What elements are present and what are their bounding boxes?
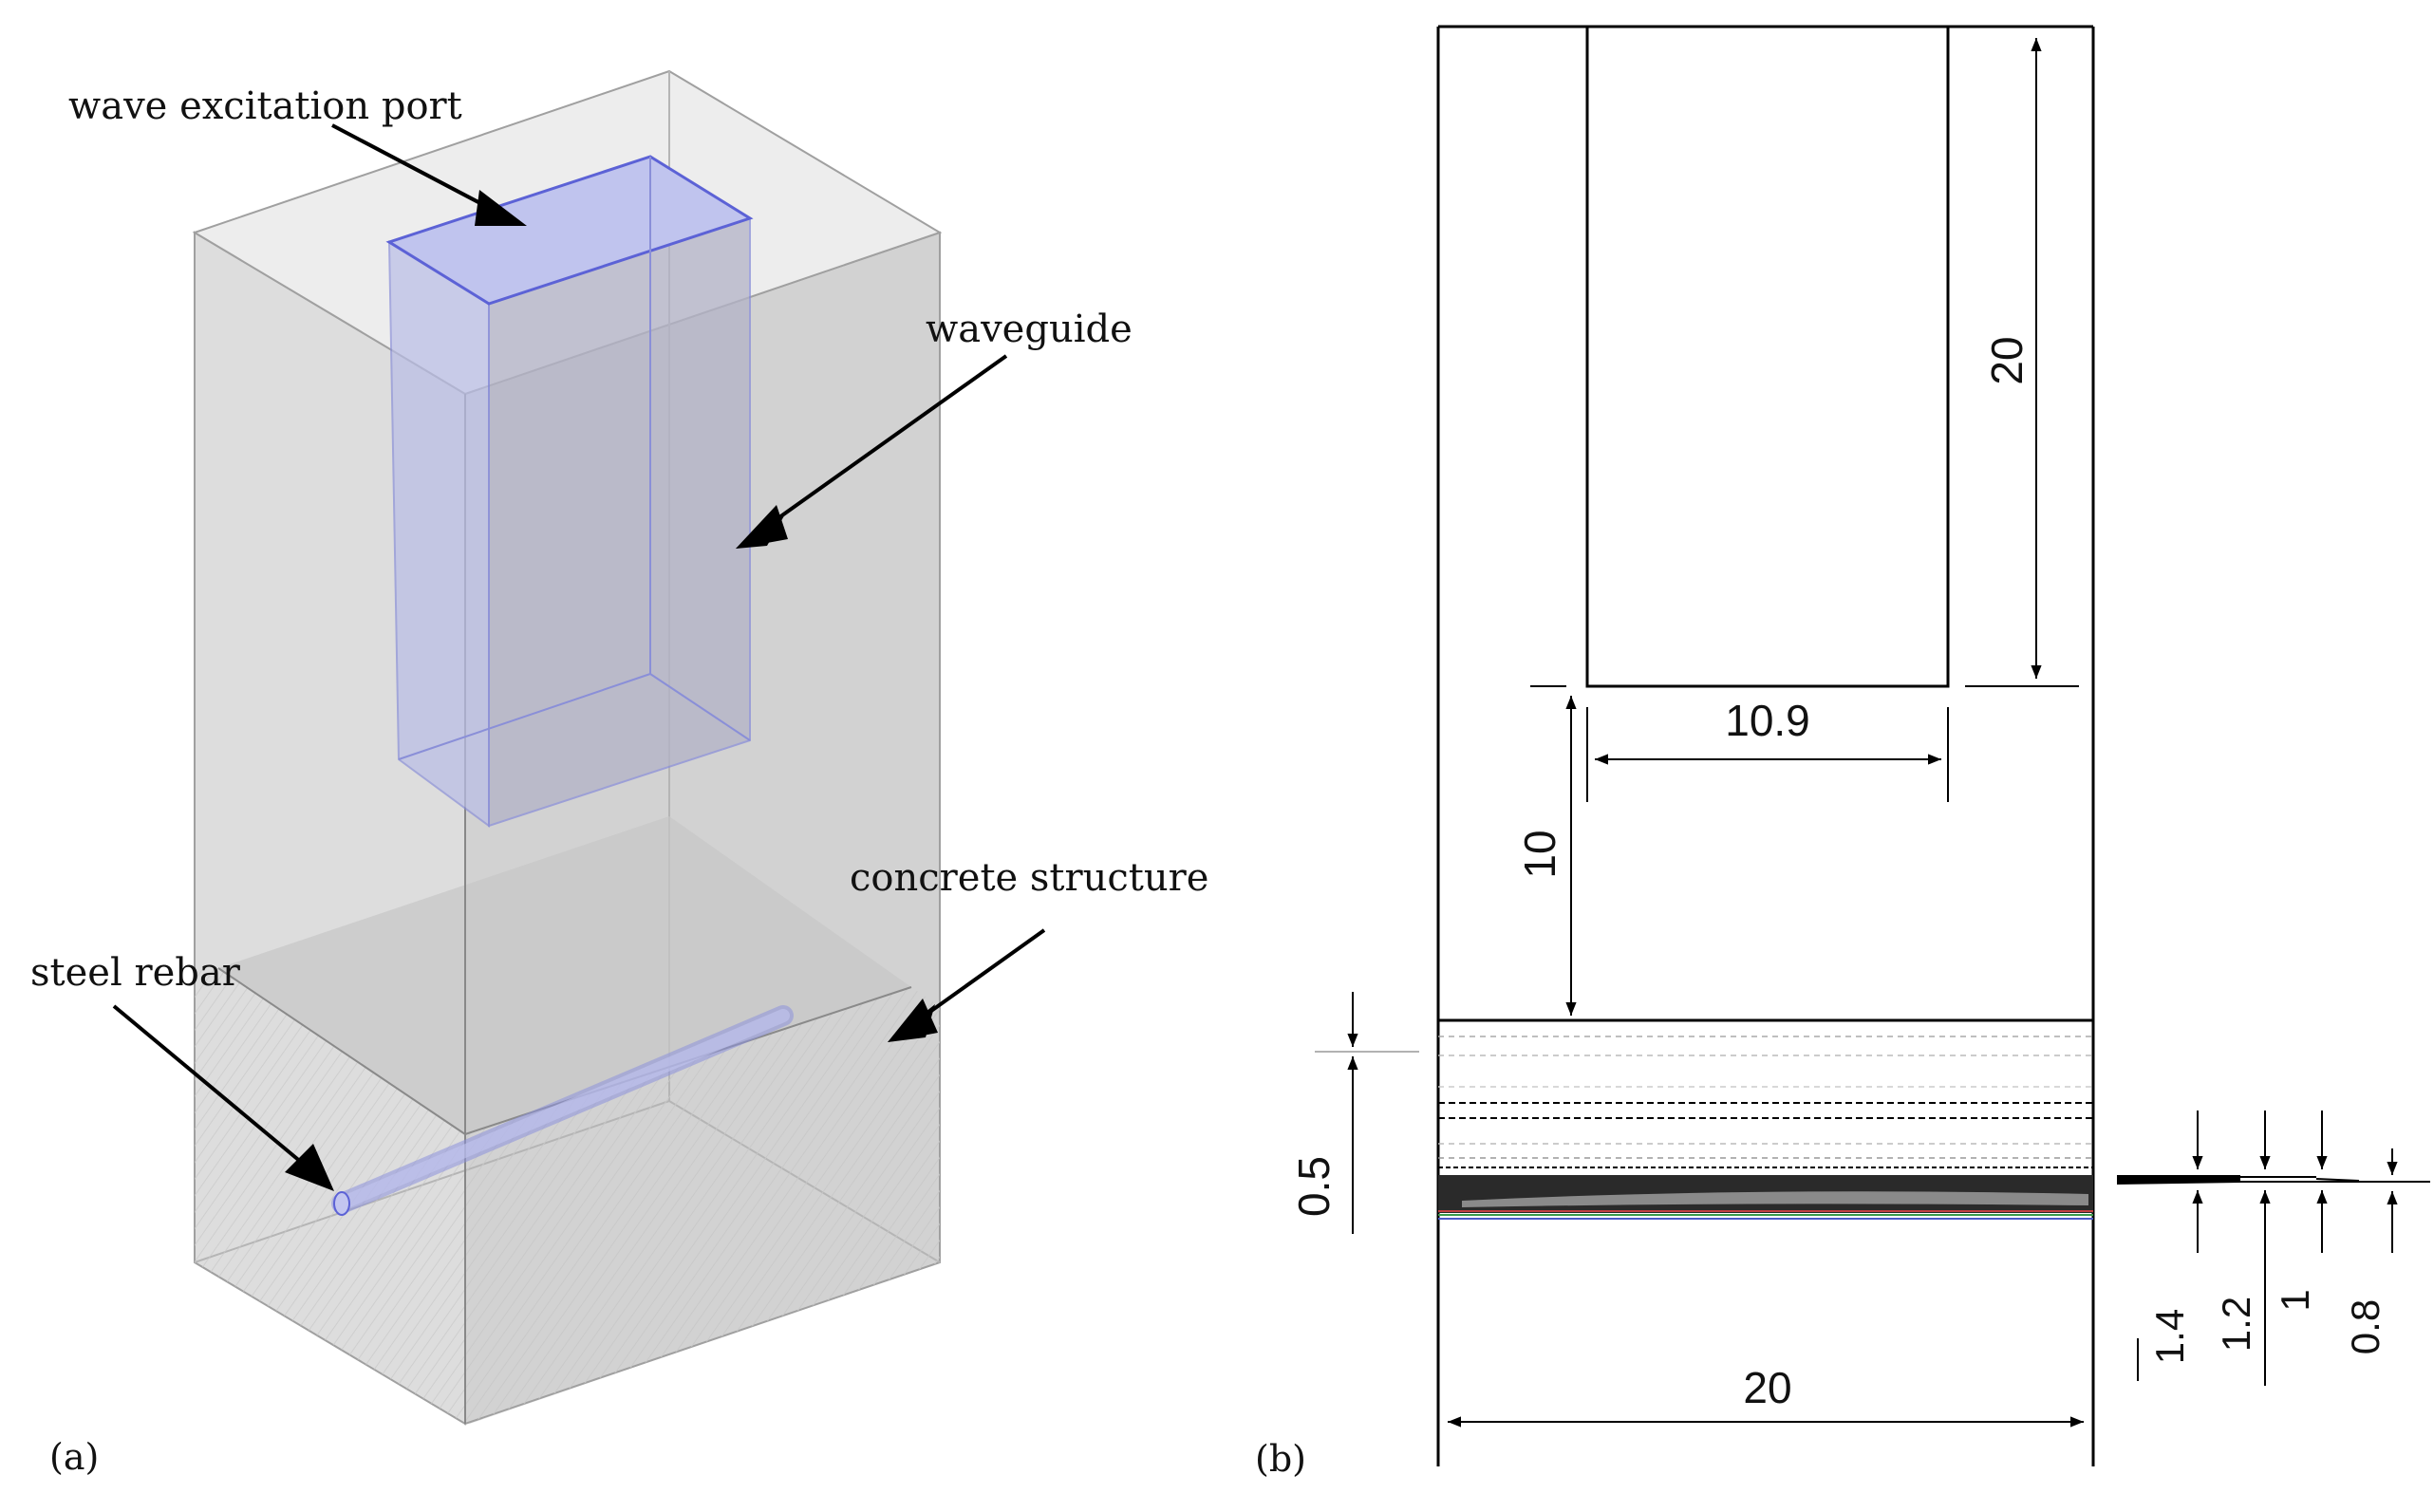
waveguide-port-face [385,155,754,306]
concrete-lower-left [195,968,465,1424]
waveguide-left [387,240,490,828]
label-concrete: concrete structure [850,856,1208,900]
label-waveguide: waveguide [926,308,1133,351]
waveguide [385,155,754,828]
dim-text-0-8: 0.8 [2343,1299,2387,1354]
dim-text-10: 10 [1515,830,1564,878]
dim-text-20-vertical: 20 [1982,336,2031,384]
small-dims [2137,1111,2398,1386]
dim-text-1-2: 1.2 [2214,1297,2258,1352]
waveguide-front [488,216,751,828]
layer-lines [1438,1036,2093,1168]
panel-b [1315,25,2430,1466]
dim-text-20-horizontal: 20 [1743,1363,1791,1412]
dim-text-1: 1 [2273,1289,2317,1311]
steel-rebar [331,1005,794,1216]
waveguide-rect [1585,25,1950,688]
dim-text-10-9: 10.9 [1725,696,1810,745]
panel-b-letter: (b) [1255,1438,1306,1480]
panel-b-texts: 20 10.9 10 0.5 20 1.4 1.2 1 0.8 (b) [1255,336,2387,1480]
panel-a-letter: (a) [49,1436,99,1478]
concrete-lower-top [218,816,911,1134]
panel-a: wave excitation port waveguide concrete … [30,69,1208,1478]
dim-text-0-5: 0.5 [1289,1156,1339,1217]
label-rebar: steel rebar [30,951,241,995]
dim-text-1-4: 1.4 [2147,1309,2192,1364]
label-port: wave excitation port [68,84,462,128]
